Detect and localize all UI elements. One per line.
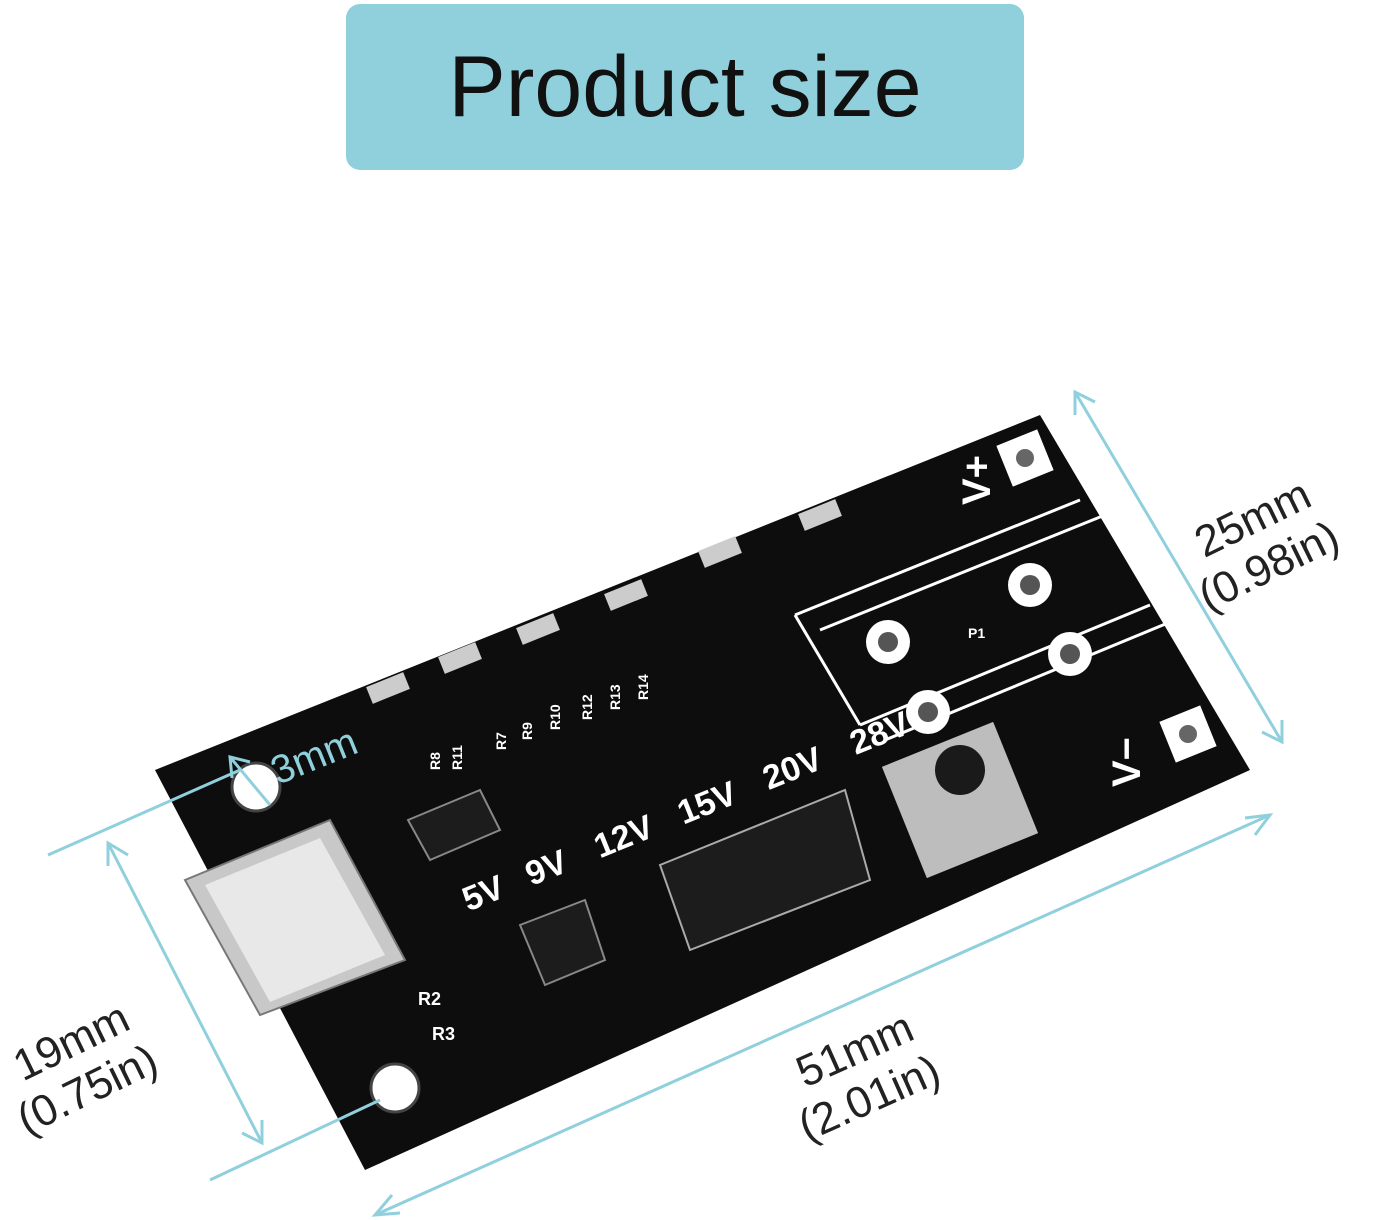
width-dimension-line (1073, 391, 1284, 743)
length-labels: 51mm (2.01in) (789, 1003, 947, 1151)
label-r9: R9 (519, 722, 535, 740)
label-r11: R11 (449, 745, 465, 770)
controller-ic (518, 898, 607, 987)
resistor-labels: R8 R11 R7 R9 R10 R12 R13 R14 (427, 674, 651, 770)
label-r7: R7 (493, 732, 509, 750)
dimension-lines (47, 389, 1284, 1217)
label-vplus: V+ (955, 455, 999, 505)
label-r2: R2 (418, 989, 441, 1009)
port-dimension-line (106, 842, 264, 1144)
pad-vplus-hole (1016, 449, 1034, 467)
header-pads (866, 563, 1092, 734)
length-dimension-line (374, 813, 1271, 1217)
led-row (366, 499, 842, 704)
mount-hole-bottom (369, 1062, 421, 1114)
main-ic (658, 788, 872, 952)
label-p1: P1 (968, 625, 985, 641)
regulator-ic (406, 788, 502, 862)
title-text: Product size (448, 38, 922, 135)
hole-offset-dimension-line (228, 756, 272, 806)
label-r10: R10 (547, 704, 563, 730)
usb-c-connector (183, 818, 407, 1017)
label-r13: R13 (607, 684, 623, 710)
title-banner: Product size (346, 4, 1024, 170)
label-r14: R14 (635, 674, 651, 700)
pad-vminus-hole (1179, 725, 1197, 743)
port-width-labels: 19mm (0.75in) (6, 993, 166, 1144)
label-r3: R3 (432, 1024, 455, 1044)
pcb-body (155, 415, 1250, 1170)
push-button (881, 721, 1039, 879)
pcb-board: 5V 9V 12V 15V 20V 28V R8 R11 R7 R9 R10 R… (155, 415, 1250, 1170)
label-vminus: V− (1105, 737, 1149, 787)
label-r8: R8 (427, 752, 443, 770)
label-r12: R12 (579, 694, 595, 720)
